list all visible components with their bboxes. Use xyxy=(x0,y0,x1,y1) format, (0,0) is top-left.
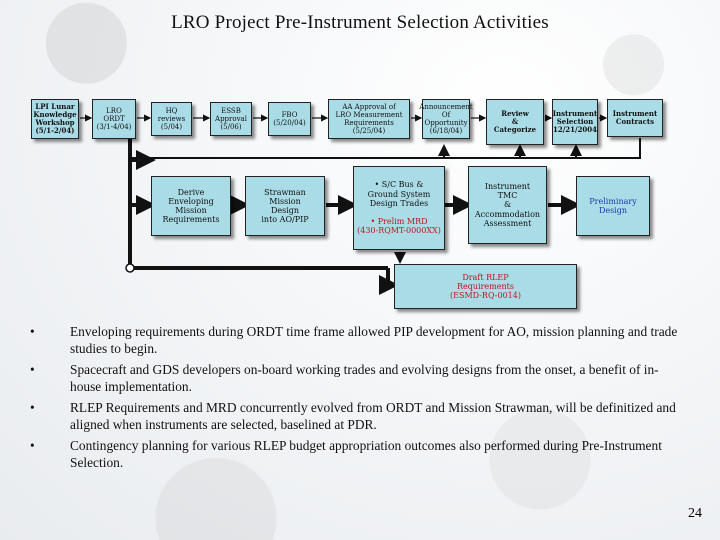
box-line: ESSB xyxy=(221,106,241,115)
page-number: 24 xyxy=(688,506,702,521)
box-lpi-workshop: LPI Lunar Knowledge Workshop (5/1-2/04) xyxy=(31,99,79,139)
bullet-item: • Enveloping requirements during ORDT ti… xyxy=(30,323,680,357)
box-line: Accommodation xyxy=(474,209,541,219)
box-review-categorize: Review & Categorize xyxy=(486,99,544,145)
box-line: Requirements xyxy=(457,281,514,291)
bullet-glyph: • xyxy=(30,324,35,339)
box-line: (5/04) xyxy=(160,123,183,132)
box-line: • S/C Bus & xyxy=(374,180,424,190)
box-line: Instrument xyxy=(612,108,658,118)
box-line: & xyxy=(511,116,519,126)
box-strawman-design: Strawman Mission Design into AO/PIP xyxy=(245,176,325,236)
box-line: Instrument xyxy=(484,182,531,192)
box-line: (3/1-4/04) xyxy=(96,123,132,132)
bullet-text: Contingency planning for various RLEP bu… xyxy=(70,438,662,470)
box-hq-reviews: HQ reviews (5/04) xyxy=(151,102,192,136)
box-lro-ordt: LRO ORDT (3/1-4/04) xyxy=(92,99,136,139)
box-instrument-tmc: Instrument TMC & Accommodation Assessmen… xyxy=(468,166,547,244)
box-derive-requirements: Derive Enveloping Mission Requirements xyxy=(151,176,231,236)
box-instrument-selection: Instrument Selection 12/21/2004 xyxy=(552,99,598,145)
box-line: Design xyxy=(270,206,300,215)
box-line: Ground System xyxy=(367,189,431,199)
box-line: (5/1-2/04) xyxy=(35,126,75,136)
box-line: Contracts xyxy=(615,117,655,126)
box-line: & xyxy=(503,200,512,210)
box-line: 12/21/2004 xyxy=(552,125,598,135)
box-preliminary-design: Preliminary Design xyxy=(576,176,650,236)
box-line: LRO Measurement xyxy=(335,110,403,119)
box-line: Draft RLEP xyxy=(462,272,509,282)
box-instrument-contracts: Instrument Contracts xyxy=(607,99,663,137)
prelim-mrd-label: • Prelim MRD xyxy=(370,217,428,227)
box-line: (ESMD-RQ-0014) xyxy=(450,291,521,301)
box-line: Of Opportunity xyxy=(424,110,468,127)
box-announcement: Announcement Of Opportunity (6/18/04) xyxy=(419,99,473,139)
box-bus-ground-trades: • S/C Bus & Ground System Design Trades … xyxy=(353,166,445,250)
box-line: LPI Lunar xyxy=(35,101,75,111)
box-line xyxy=(398,208,401,217)
box-line: Requirements xyxy=(162,215,220,225)
box-line: Strawman xyxy=(264,187,306,197)
box-line: Preliminary xyxy=(589,196,637,206)
bullet-item: • Contingency planning for various RLEP … xyxy=(30,437,680,471)
box-line: TMC xyxy=(497,191,518,201)
box-line: (6/18/04) xyxy=(429,127,463,136)
bullet-list: • Enveloping requirements during ORDT ti… xyxy=(30,323,680,475)
box-line: (5/20/04) xyxy=(273,119,306,127)
box-line: Selection xyxy=(556,116,594,126)
box-line: Enveloping xyxy=(168,196,214,206)
box-line: Announcement xyxy=(419,102,473,111)
box-line: ORDT xyxy=(103,114,125,123)
box-line: Mission xyxy=(269,196,301,206)
box-line: Requirements xyxy=(344,119,394,127)
box-line: Instrument xyxy=(552,108,598,118)
box-aa-approval: AA Approval of LRO Measurement Requireme… xyxy=(328,99,410,139)
box-line: FBO xyxy=(281,110,298,119)
box-line: LRO xyxy=(106,106,122,115)
box-fbo: FBO (5/20/04) xyxy=(268,102,311,136)
bullet-glyph: • xyxy=(30,438,35,453)
box-line: Approval xyxy=(215,114,247,123)
box-line: Workshop xyxy=(35,118,75,127)
prelim-mrd-doc-number: (430-RQMT-0000XX) xyxy=(357,226,441,236)
bullet-text: RLEP Requirements and MRD concurrently e… xyxy=(70,400,676,432)
box-line: (5/06) xyxy=(220,123,242,132)
box-line: Categorize xyxy=(493,125,537,135)
bullet-glyph: • xyxy=(30,400,35,415)
box-line: Design Trades xyxy=(369,198,429,208)
box-line: Mission xyxy=(175,206,207,215)
box-line: Derive xyxy=(177,187,205,197)
box-line: Knowledge xyxy=(33,109,77,119)
box-line: Review xyxy=(501,108,529,118)
box-draft-rlep: Draft RLEP Requirements (ESMD-RQ-0014) xyxy=(394,264,577,309)
bullet-item: • Spacecraft and GDS developers on-board… xyxy=(30,361,680,395)
bullet-glyph: • xyxy=(30,362,35,377)
box-line: into AO/PIP xyxy=(261,215,309,225)
slide-title: LRO Project Pre-Instrument Selection Act… xyxy=(171,12,549,33)
bullet-text: Enveloping requirements during ORDT time… xyxy=(70,324,678,356)
box-line: HQ reviews xyxy=(157,106,186,123)
box-line: Assessment xyxy=(483,218,532,228)
bullet-text: Spacecraft and GDS developers on-board w… xyxy=(70,362,659,394)
bullet-item: • RLEP Requirements and MRD concurrently… xyxy=(30,399,680,433)
box-line: (5/25/04) xyxy=(352,127,386,136)
box-line: AA Approval of xyxy=(342,102,396,111)
box-essb-approval: ESSB Approval (5/06) xyxy=(210,102,252,136)
box-line: Design xyxy=(598,206,628,215)
